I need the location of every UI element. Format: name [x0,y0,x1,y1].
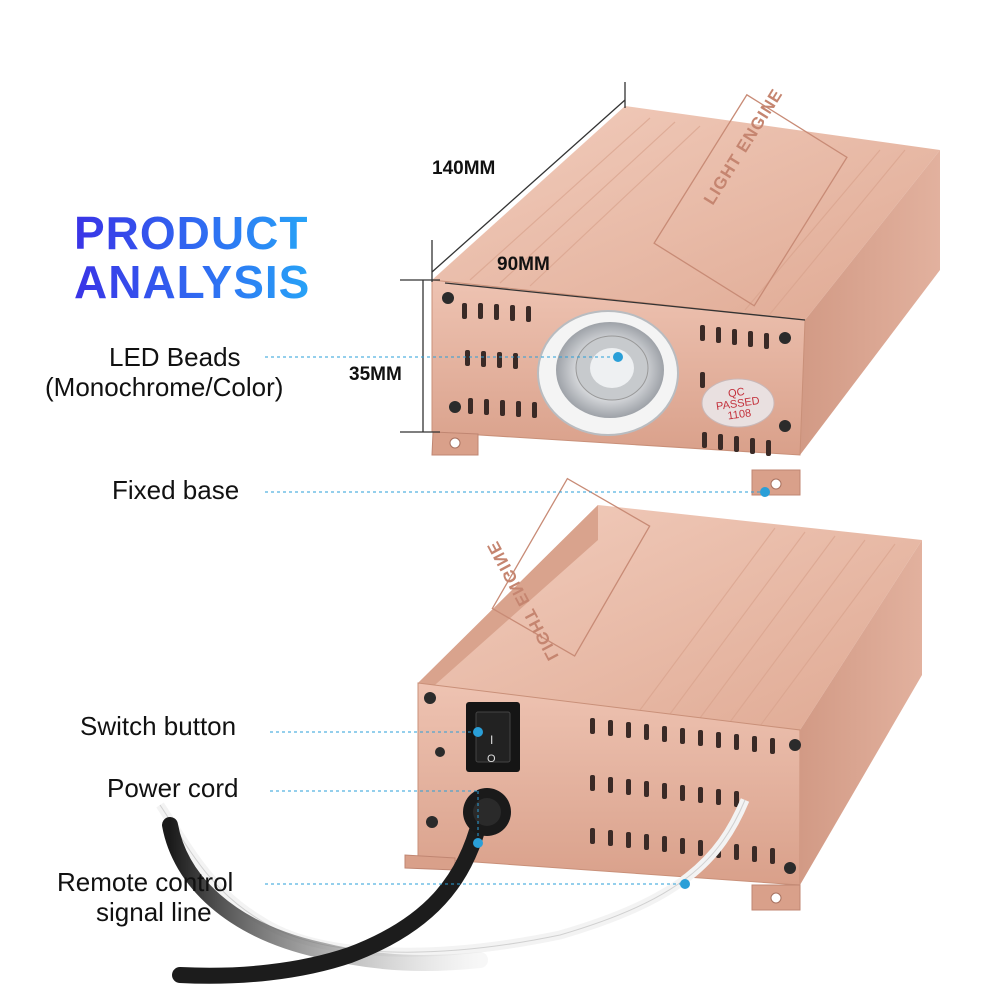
switch-rocker [475,711,511,763]
dimension-height: 35MM [349,364,402,385]
cables [156,788,750,984]
top-device [431,93,940,496]
dimension-length: 140MM [432,158,496,179]
power-cord [162,817,488,971]
title-line2: ANALYSIS [74,256,311,308]
svg-text:I: I [490,733,493,747]
bottom-device: I O [404,477,922,911]
bottom-device-side-face [418,505,598,700]
dimension-width: 90MM [497,254,550,275]
label-signal-line: signal line [96,897,212,927]
label-switch-button: Switch button [80,711,237,741]
label-led-beads-type: (Monochrome/Color) [45,372,284,402]
label-remote-control: Remote control [57,867,234,897]
led-lens [537,310,679,436]
callout-lines [265,356,765,885]
qc-sticker [701,378,775,428]
top-device-label-box [653,93,848,307]
label-fixed-base: Fixed base [112,475,240,505]
top-device-top-face [432,106,940,320]
svg-text:O: O [487,753,496,765]
dimension-lines [400,82,806,433]
top-device-side-face [800,150,940,455]
title-line1: PRODUCT [74,207,309,259]
label-power-cord: Power cord [107,773,239,803]
callout-dots [473,352,770,889]
label-led-beads: LED Beads [109,342,241,372]
